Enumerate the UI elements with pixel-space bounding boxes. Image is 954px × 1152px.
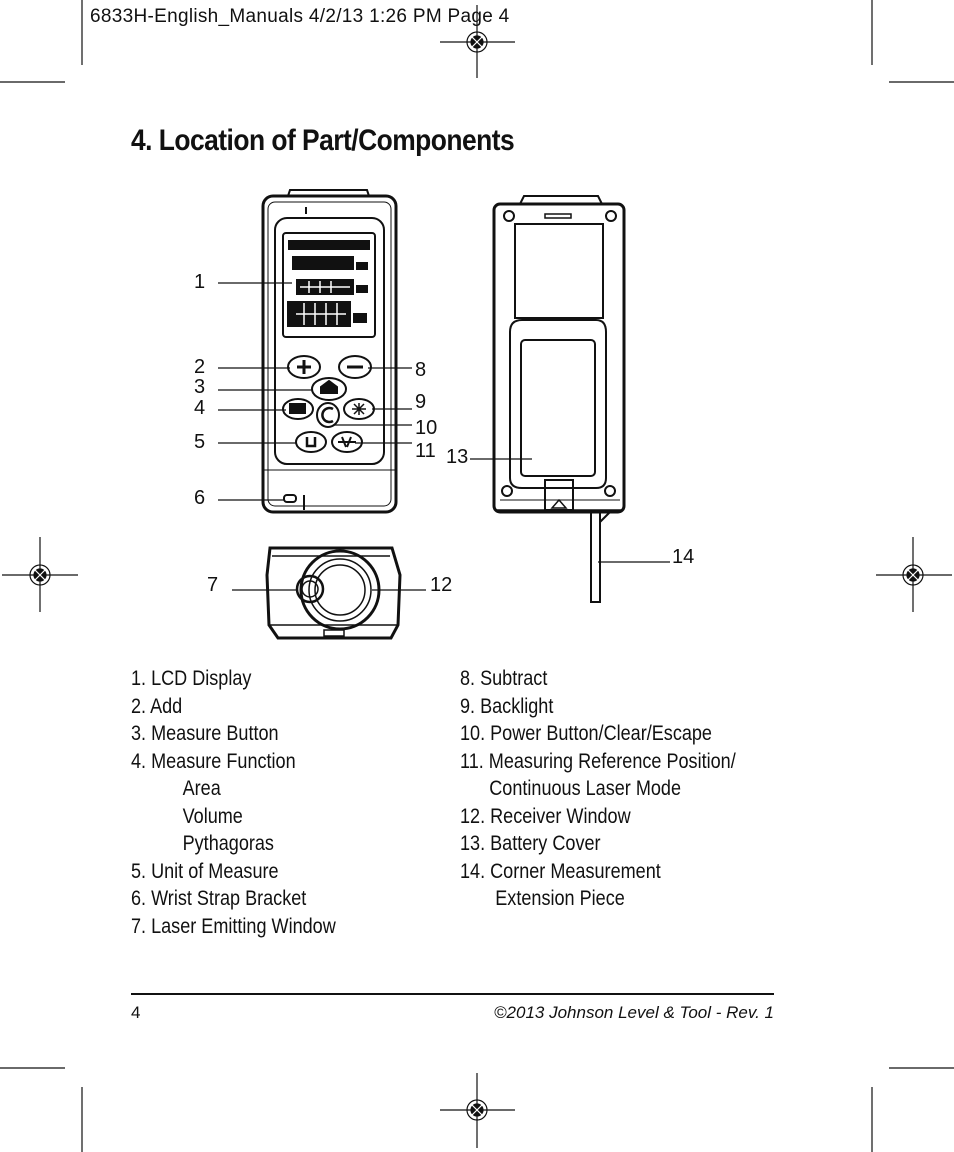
list-item: 12. Receiver Window	[460, 804, 631, 828]
device-end-view	[265, 546, 402, 640]
keypad	[282, 355, 375, 453]
callout-14: 14	[672, 546, 695, 568]
callout-3: 3	[194, 376, 206, 398]
footer-rule	[131, 993, 774, 995]
list-item: 5. Unit of Measure	[131, 859, 279, 883]
callout-12: 12	[430, 574, 453, 596]
list-item: 14. Corner Measurement	[460, 859, 661, 883]
list-subitem: Volume	[182, 804, 243, 828]
lcd-display	[282, 232, 376, 338]
list-item: 8. Subtract	[460, 667, 548, 690]
registration-mark-left	[2, 537, 78, 612]
page-title: 4. Location of Part/Components	[131, 124, 515, 157]
list-item: 10. Power Button/Clear/Escape	[460, 722, 712, 745]
callout-11: 11	[415, 440, 436, 462]
list-item: 3. Measure Button	[131, 722, 279, 745]
callout-7: 7	[207, 574, 219, 596]
list-item: 1. LCD Display	[131, 667, 252, 690]
callout-9: 9	[415, 391, 427, 413]
callout-4: 4	[194, 397, 206, 419]
page-number: 4	[131, 1003, 141, 1022]
copyright-notice: ©2013 Johnson Level & Tool - Rev. 1	[494, 1003, 774, 1022]
list-subitem: Extension Piece	[495, 887, 625, 910]
registration-mark-bottom	[440, 1073, 515, 1148]
list-item: 9. Backlight	[460, 694, 554, 718]
list-subitem: Pythagoras	[182, 832, 274, 855]
callout-leaders-back	[470, 458, 670, 563]
list-item: 13. Battery Cover	[460, 832, 601, 855]
callout-2: 2	[194, 356, 206, 378]
callout-8: 8	[415, 359, 427, 381]
callout-leaders-front	[218, 282, 412, 501]
registration-mark-right	[876, 537, 952, 612]
list-subitem: Area	[182, 777, 221, 800]
callout-1: 1	[194, 271, 206, 293]
list-item: 2. Add	[131, 694, 183, 718]
device-back-view	[492, 195, 626, 603]
parts-list-left: 1. LCD Display 2. Add 3. Measure Button …	[131, 665, 336, 940]
list-subitem: Continuous Laser Mode	[489, 777, 682, 800]
list-item: 11. Measuring Reference Position/	[460, 749, 736, 773]
device-front-view	[261, 189, 398, 514]
list-item: 7. Laser Emitting Window	[131, 914, 336, 938]
list-item: 4. Measure Function	[131, 749, 296, 773]
callout-13: 13	[446, 446, 469, 468]
callout-6: 6	[194, 487, 206, 509]
callout-5: 5	[194, 431, 206, 453]
parts-list-right: 8. Subtract 9. Backlight 10. Power Butto…	[460, 665, 736, 913]
list-item: 6. Wrist Strap Bracket	[131, 887, 307, 910]
print-slug-line: 6833H-English_Manuals 4/2/13 1:26 PM Pag…	[90, 6, 510, 27]
registration-mark-top	[440, 5, 515, 78]
callout-10: 10	[415, 417, 438, 439]
